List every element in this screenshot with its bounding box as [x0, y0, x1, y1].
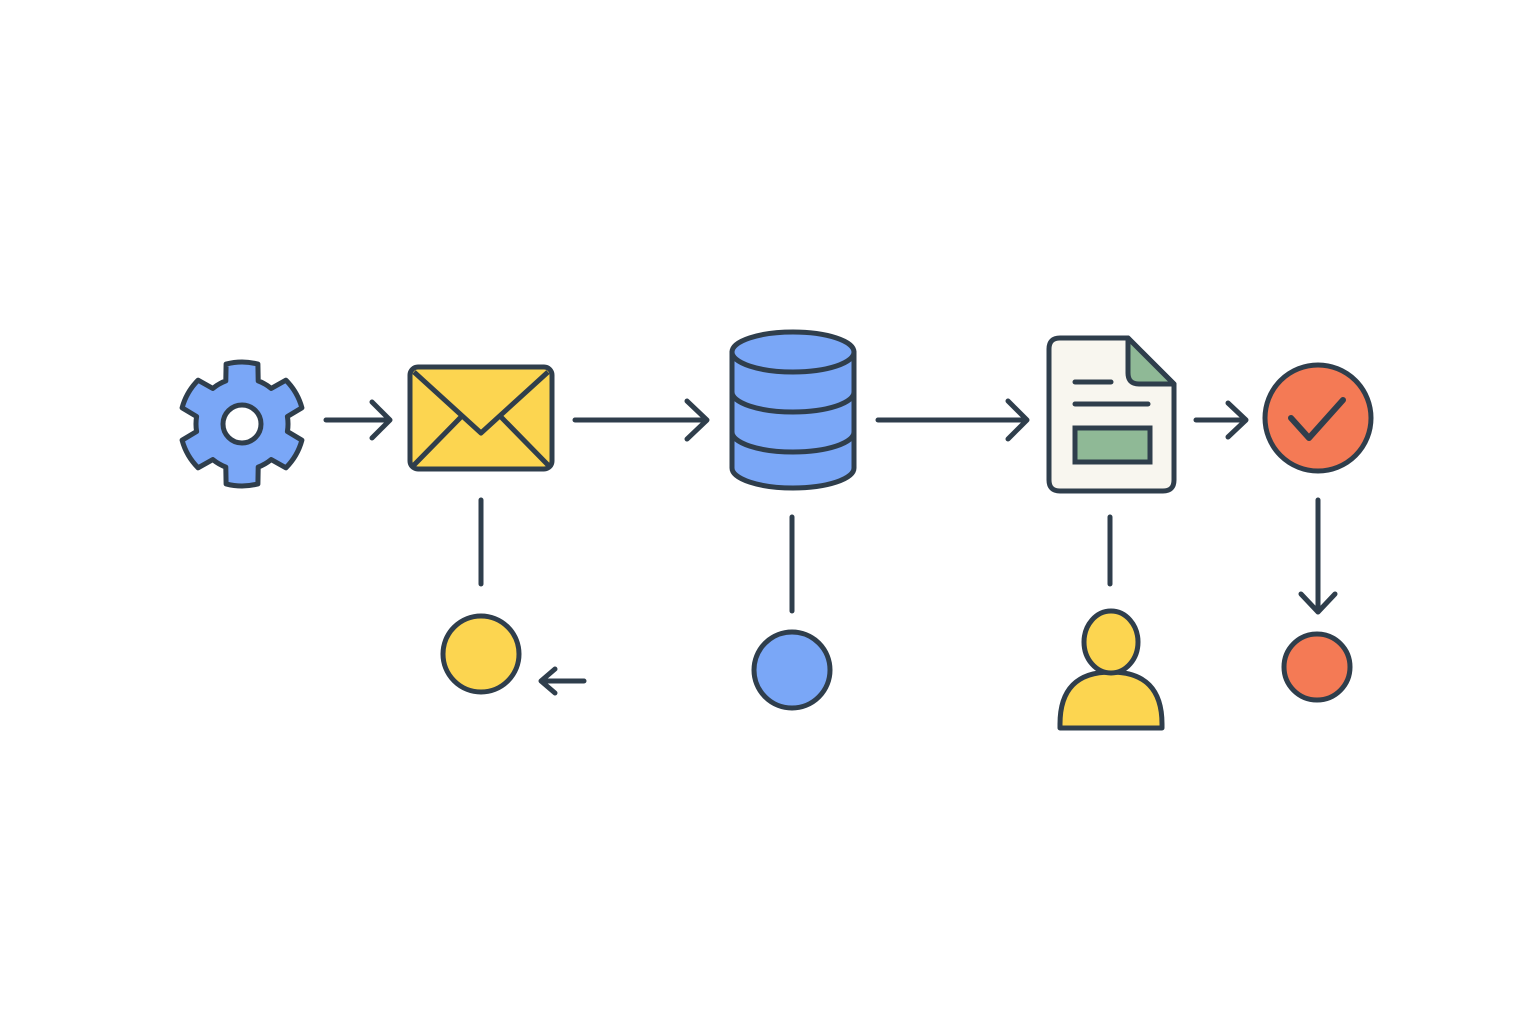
arrow-into-yellow-dot — [538, 666, 587, 696]
envelope-icon — [407, 364, 555, 472]
arrow-gear-to-mail — [323, 399, 393, 441]
blue-circle-node — [751, 629, 833, 711]
user-icon — [1057, 608, 1165, 731]
database-icon — [729, 329, 857, 491]
arrow-document-to-check — [1193, 400, 1249, 440]
gear-icon — [179, 359, 305, 489]
red-circle-node — [1281, 631, 1353, 703]
arrow-mail-to-database — [572, 398, 710, 442]
yellow-circle-node — [440, 613, 522, 695]
arrow-check-to-red-dot — [1298, 497, 1338, 615]
document-icon — [1046, 335, 1177, 494]
arrow-database-to-document — [875, 398, 1030, 442]
check-circle-icon — [1262, 362, 1374, 474]
